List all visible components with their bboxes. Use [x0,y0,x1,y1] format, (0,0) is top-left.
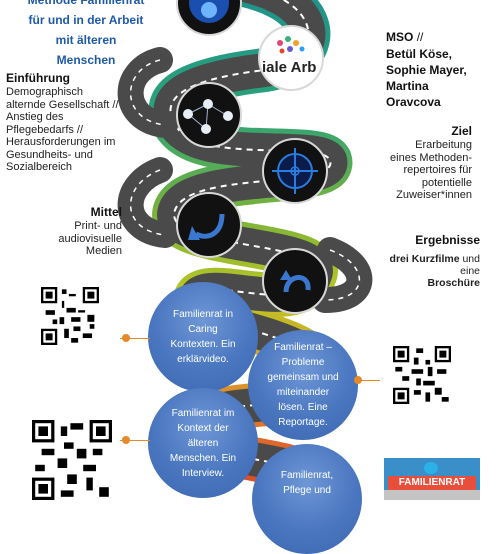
mittel-line-2: Medien [85,245,122,257]
connector-dot [122,334,130,342]
network-people-icon [183,99,233,134]
ziel-line-0: Erarbeitung [415,139,472,151]
target-circle [262,138,328,204]
ziel-line-4: Zuweiser*innen [396,189,472,201]
ziel-line-1: eines Methoden- [390,151,472,164]
ziel-line-2: repertoires für [403,164,472,176]
qr-code-icon[interactable] [30,287,110,345]
title-line-3: Menschen [56,53,116,67]
einfuehrung-line-2: Anstieg des [6,111,64,123]
undo-arrow-circle [262,248,328,314]
logo-text: iale Arb [262,59,317,76]
ziel-line-3: potentielle [421,176,472,189]
video-bubble-4[interactable]: Familienrat, Pflege und [252,444,362,554]
poster-logo-icon [424,462,438,474]
video-1-text: Familienrat in Caring Kontexten. Ein erk… [170,309,236,365]
einfuehrung-line-0: Demographisch [6,86,84,98]
mso-name-3: Oravcova [386,95,441,109]
qr-code-icon[interactable] [382,346,462,404]
mittel-section: Mittel Print- und audiovisuelle Medien [40,205,122,258]
einfuehrung-line-4: Herausforderungen im [6,136,116,148]
lightbulb-icon [189,0,229,23]
ziel-section: Ziel Erarbeitung eines Methoden- reperto… [362,124,472,202]
ergebnisse-heading: Ergebnisse [415,233,480,247]
return-arrow-circle [176,192,242,258]
einfuehrung-heading: Einführung [6,71,70,85]
einfuehrung-line-3: Pflegebedarfs // [6,123,84,136]
video-bubble-2[interactable]: Familienrat – Probleme gemeinsam und mit… [248,330,358,440]
einfuehrung-section: Einführung Demographisch alternde Gesell… [6,71,156,174]
video-bubble-3[interactable]: Familienrat im Kontext der älteren Mensc… [148,388,258,498]
mso-name-0: Betül Köse, [386,47,453,61]
einfuehrung-line-1: alternde Gesellschaft // [6,98,119,111]
arrow-return-icon [188,213,225,240]
video-4-text: Familienrat, Pflege und [280,470,334,496]
poster-banner: FAMILIENRAT [388,476,476,490]
connector-dot [122,436,130,444]
ziel-heading: Ziel [451,124,472,138]
connector-dot [354,376,362,384]
ergebnisse-bold-1: drei Kurzfilme [389,253,460,265]
video-3-text: Familienrat im Kontext der älteren Mensc… [169,407,237,479]
arrow-undo-icon [280,270,311,293]
video-bubble-1[interactable]: Familienrat in Caring Kontexten. Ein erk… [148,282,258,392]
video-2-text: Familienrat – Probleme gemeinsam und mit… [267,342,339,428]
mso-name-2: Martina [386,79,429,93]
familienrat-poster-image: FAMILIENRAT [384,458,480,500]
ergebnisse-bold-2: Broschüre [427,277,480,289]
connector-line [120,338,150,339]
mso-name-1: Sophie Mayer, [386,63,467,77]
poster-label: FAMILIENRAT [398,477,466,488]
einfuehrung-line-6: Sozialbereich [6,161,73,173]
poster-wall [384,490,480,500]
colored-dots-icon [277,36,305,54]
title-line-0: Methode Familienrat [27,0,145,7]
title-line-1: für und in der Arbeit [28,13,144,27]
einfuehrung-line-5: Gesundheits- und [6,148,93,161]
mittel-line-1: audiovisuelle [58,232,122,245]
connector-line [356,380,380,381]
title-line-2: mit älteren [55,33,117,47]
mso-label: MSO [386,30,414,44]
logo-circle: iale Arb [258,25,324,91]
connector-line [120,440,150,441]
ergebnisse-mid: und eine [460,253,480,277]
qr-code-icon[interactable] [32,420,112,500]
mittel-line-0: Print- und [74,220,122,232]
crosshair-target-icon [272,148,318,194]
mso-section: MSO // Betül Köse, Sophie Mayer, Martina… [386,30,496,110]
mso-slashes: // [416,30,424,44]
mittel-heading: Mittel [90,205,122,219]
ergebnisse-section: Ergebnisse drei Kurzfilme und eine Brosc… [386,233,480,289]
network-circle [176,82,242,148]
